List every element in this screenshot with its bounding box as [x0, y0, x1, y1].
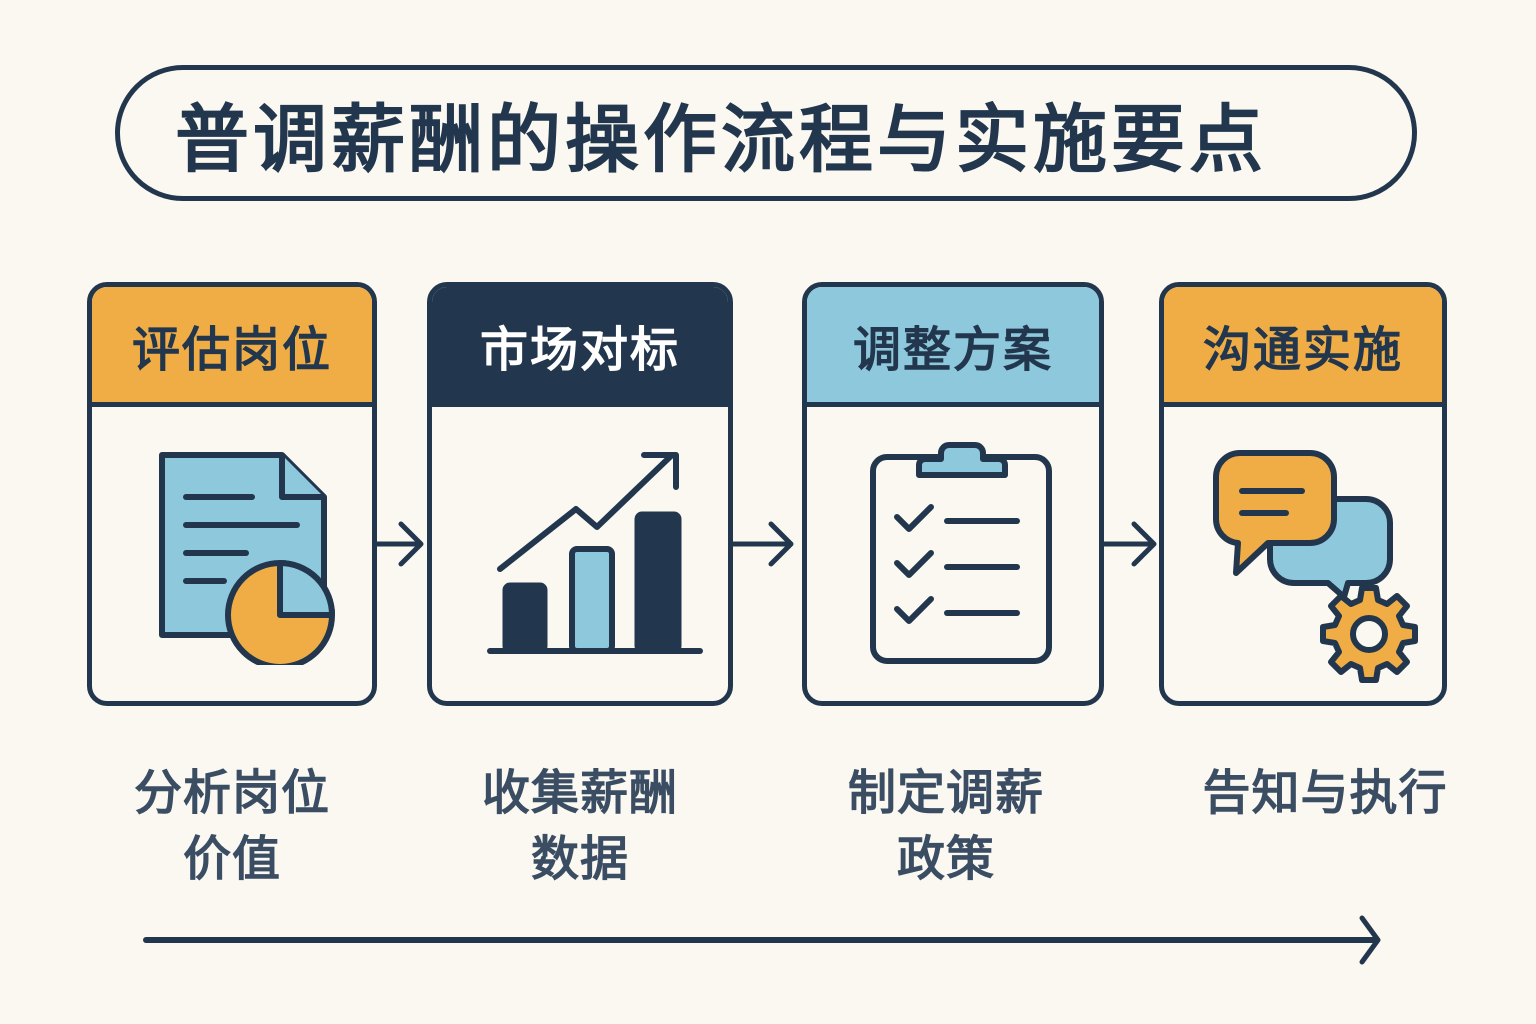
step-body [807, 407, 1099, 701]
step-card-market-benchmark: 市场对标 [427, 282, 733, 706]
step-description: 制定调薪 政策 [795, 760, 1097, 892]
step-title: 市场对标 [479, 321, 680, 378]
long-arrow-right-icon [143, 915, 1381, 965]
description-line: 收集薪酬 [481, 765, 678, 821]
step-description: 告知与执行 [1180, 760, 1470, 826]
description-line: 价值 [182, 831, 281, 887]
clipboard-checklist-icon [870, 442, 1052, 664]
step-header: 评估岗位 [92, 287, 372, 407]
step-title: 评估岗位 [131, 321, 332, 378]
step-header: 调整方案 [807, 287, 1099, 407]
step-body [432, 407, 728, 701]
title-banner: 普调薪酬的操作流程与实施要点 [115, 65, 1417, 201]
arrow-right-icon [377, 521, 424, 567]
page-title: 普调薪酬的操作流程与实施要点 [175, 96, 1267, 183]
step-card-evaluate: 评估岗位 [87, 282, 377, 706]
chat-gear-icon [1212, 450, 1418, 683]
description-line: 政策 [896, 831, 995, 887]
step-body [92, 407, 372, 701]
bar-chart-trend-icon [487, 452, 703, 654]
description-line: 数据 [530, 831, 629, 887]
step-card-adjust-plan: 调整方案 [802, 282, 1104, 706]
step-card-communicate: 沟通实施 [1159, 282, 1447, 706]
step-description: 分析岗位 价值 [87, 760, 377, 892]
description-line: 告知与执行 [1202, 765, 1448, 821]
step-body [1164, 407, 1442, 701]
step-header: 沟通实施 [1164, 287, 1442, 407]
arrow-right-icon [733, 521, 794, 567]
step-header: 市场对标 [432, 287, 728, 407]
description-line: 分析岗位 [133, 765, 330, 821]
step-title: 调整方案 [852, 321, 1053, 378]
step-title: 沟通实施 [1202, 321, 1403, 378]
document-pie-chart-icon [159, 452, 335, 665]
step-description: 收集薪酬 数据 [427, 760, 733, 892]
arrow-right-icon [1104, 521, 1157, 567]
description-line: 制定调薪 [847, 765, 1044, 821]
